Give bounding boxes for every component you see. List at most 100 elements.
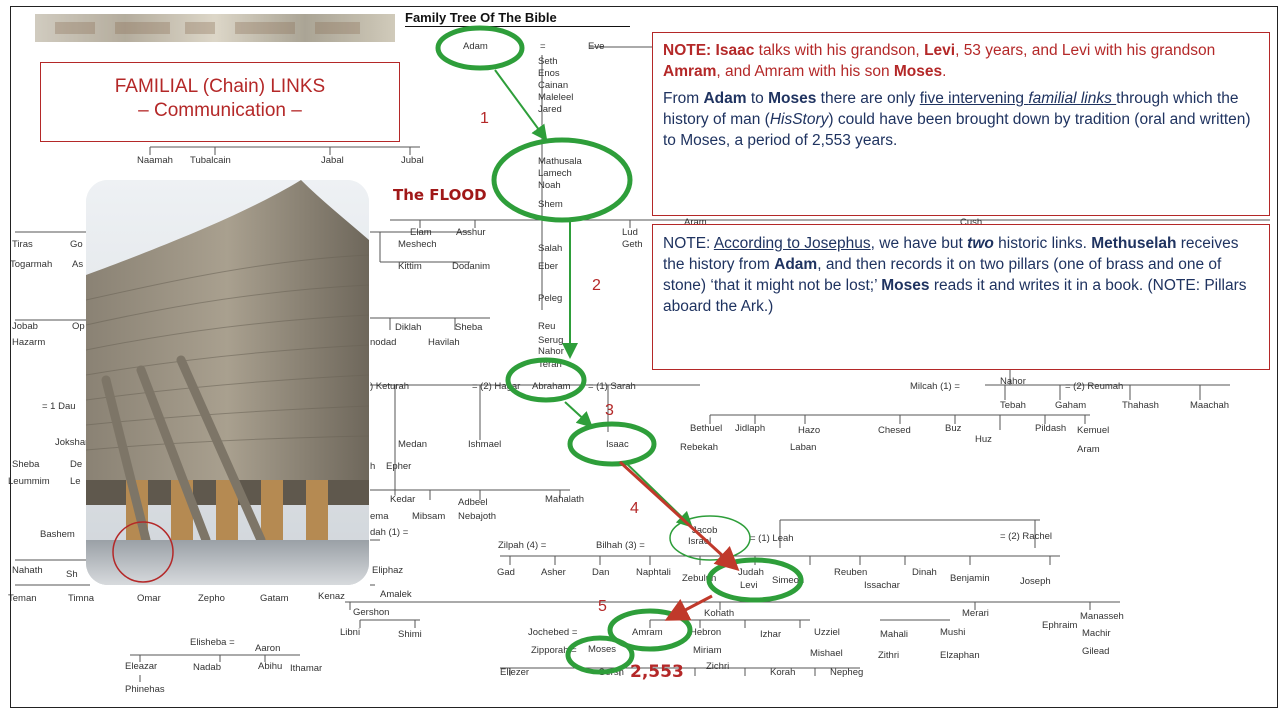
decorative-banner-image <box>35 14 395 42</box>
tree-name-amram: Amram <box>632 627 663 638</box>
tree-name-abihu: Abihu <box>258 661 283 672</box>
tree-name-cainan: Cainan <box>538 80 569 91</box>
link-number-2: 2 <box>592 277 601 294</box>
tree-name-eleazar: Eleazar <box>125 661 158 672</box>
tree-name-leummim: Leummim <box>8 476 50 487</box>
tree-name-epher: Epher <box>386 461 412 472</box>
tree-name-aaron: Aaron <box>255 643 281 654</box>
tree-name-bethuel: Bethuel <box>690 423 723 434</box>
tree-name-elam: Elam <box>410 227 432 238</box>
tree-name-nahor1: Nahor <box>538 346 564 357</box>
tree-name-meshech: Meshech <box>398 239 437 250</box>
tree-name-ema: ema <box>370 511 389 522</box>
link-number-5: 5 <box>598 598 607 615</box>
note-text-run: From <box>663 90 704 107</box>
tree-name-sarah: = (1) Sarah <box>588 381 636 392</box>
note-text-run: familial links <box>1028 90 1117 107</box>
tree-name-phinehas: Phinehas <box>125 684 165 695</box>
tree-name-bashem: Bashem <box>40 529 75 540</box>
tree-name-isaac: Isaac <box>606 439 629 450</box>
tree-name-gad: Gad <box>497 567 515 578</box>
tree-name-naphtali: Naphtali <box>636 567 671 578</box>
tree-name-asher: Asher <box>541 567 566 578</box>
flood-label: The FLOOD <box>393 186 487 204</box>
tree-name-thahash: Thahash <box>1122 400 1159 411</box>
note-text-run: to <box>746 90 769 107</box>
tree-name-hebron: Hebron <box>690 627 722 638</box>
tree-name-zichri: Zichri <box>706 661 730 672</box>
note-text-run: According to Josephus <box>713 235 871 252</box>
tree-name-adah: dah (1) = <box>370 527 409 538</box>
tree-name-amalek: Amalek <box>380 589 412 600</box>
tree-name-peleg: Peleg <box>538 293 563 304</box>
tree-name-op: Op <box>72 321 85 332</box>
tree-name-nahath: Nahath <box>12 565 43 576</box>
tree-name-uzziel: Uzziel <box>814 627 840 638</box>
tree-name-laban: Laban <box>790 442 817 453</box>
tree-name-jared: Jared <box>538 104 562 115</box>
tree-name-keturah: ) Keturah <box>370 381 410 392</box>
tree-name-zepho: Zepho <box>198 593 225 604</box>
tree-name-reumah: = (2) Reumah <box>1065 381 1124 392</box>
tree-name-eber: Eber <box>538 261 559 272</box>
tree-name-miriam: Miriam <box>693 645 722 656</box>
tree-name-as: As <box>72 259 84 270</box>
note-text-run: five intervening <box>919 90 1029 107</box>
tree-name-teman: Teman <box>8 593 37 604</box>
tree-name-abraham: Abraham <box>532 381 571 392</box>
tree-name-adbeel: Adbeel <box>458 497 488 508</box>
tree-name-gatam: Gatam <box>260 593 289 604</box>
familial-links-box: FAMILIAL (Chain) LINKS – Communication – <box>40 62 400 142</box>
tree-name-libni: Libni <box>340 627 361 638</box>
tree-name-bilhah: Bilhah (3) = <box>596 540 645 551</box>
tree-name-manasseh: Manasseh <box>1080 611 1124 622</box>
tree-name-chesed: Chesed <box>878 425 911 436</box>
tree-name-noah: Noah <box>538 180 561 191</box>
tree-name-benjamin: Benjamin <box>950 573 990 584</box>
tree-name-gersh: Gersh <box>598 667 624 678</box>
tree-name-sheba-top: Sheba <box>455 322 483 333</box>
tree-name-dinah: Dinah <box>912 567 937 578</box>
tree-name-zipporah: Zipporah = <box>531 645 577 656</box>
tree-name-hazarm: Hazarm <box>12 337 46 348</box>
tree-name-joseph: Joseph <box>1020 576 1051 587</box>
note-text-run: Isaac <box>715 42 755 59</box>
tree-name-adam-eq: = <box>540 41 546 52</box>
tree-name-izhar: Izhar <box>760 629 782 640</box>
tree-name-cush: Cush <box>960 217 983 228</box>
note-isaac-levi-amram: NOTE: Isaac talks with his grandson, Lev… <box>652 32 1270 216</box>
note-josephus: NOTE: According to Josephus, we have but… <box>652 224 1270 370</box>
tree-name-lamech: Lamech <box>538 168 572 179</box>
tree-name-nadab: Nadab <box>193 662 221 673</box>
tree-name-machir: Machir <box>1082 628 1111 639</box>
note-text-run: HisStory <box>769 111 829 128</box>
tree-name-israel: Israel <box>688 536 712 547</box>
tree-name-korah: Korah <box>770 667 796 678</box>
note-text-run: , and Amram with his son <box>716 63 894 80</box>
tree-name-nodad: nodad <box>370 337 397 348</box>
note-text-run: Moses <box>893 63 943 80</box>
tree-name-gershon: Gershon <box>353 607 390 618</box>
tree-name-mibsam: Mibsam <box>412 511 446 522</box>
tree-name-jidlaph: Jidlaph <box>735 423 766 434</box>
tree-name-timna: Timna <box>68 593 95 604</box>
tree-name-milcah: Milcah (1) = <box>910 381 960 392</box>
tree-name-kedar: Kedar <box>390 494 416 505</box>
tree-name-de: De <box>70 459 83 470</box>
note-text-run: historic links. <box>993 235 1092 252</box>
tree-name-moses: Moses <box>588 644 616 655</box>
note-text-run: reads it and writes it in a book. (NOTE:… <box>663 277 1247 315</box>
tree-name-hazo: Hazo <box>798 425 821 436</box>
tree-name-mahali: Mahali <box>880 629 908 640</box>
tree-name-shimi: Shimi <box>398 629 422 640</box>
note-text-run: talks with his grandson, <box>754 42 925 59</box>
tree-name-salah: Salah <box>538 243 563 254</box>
tree-name-togarmah: Togarmah <box>10 259 53 270</box>
tree-name-dodanim: Dodanim <box>452 261 491 272</box>
tree-name-mushi: Mushi <box>940 627 966 638</box>
tree-name-shem: Shem <box>538 199 563 210</box>
tree-name-elisheba: Elisheba = <box>190 637 235 648</box>
tree-name-naamah: Naamah <box>137 155 173 166</box>
page-title: Family Tree Of The Bible <box>405 10 557 25</box>
tree-name-elzaphan: Elzaphan <box>940 650 980 661</box>
